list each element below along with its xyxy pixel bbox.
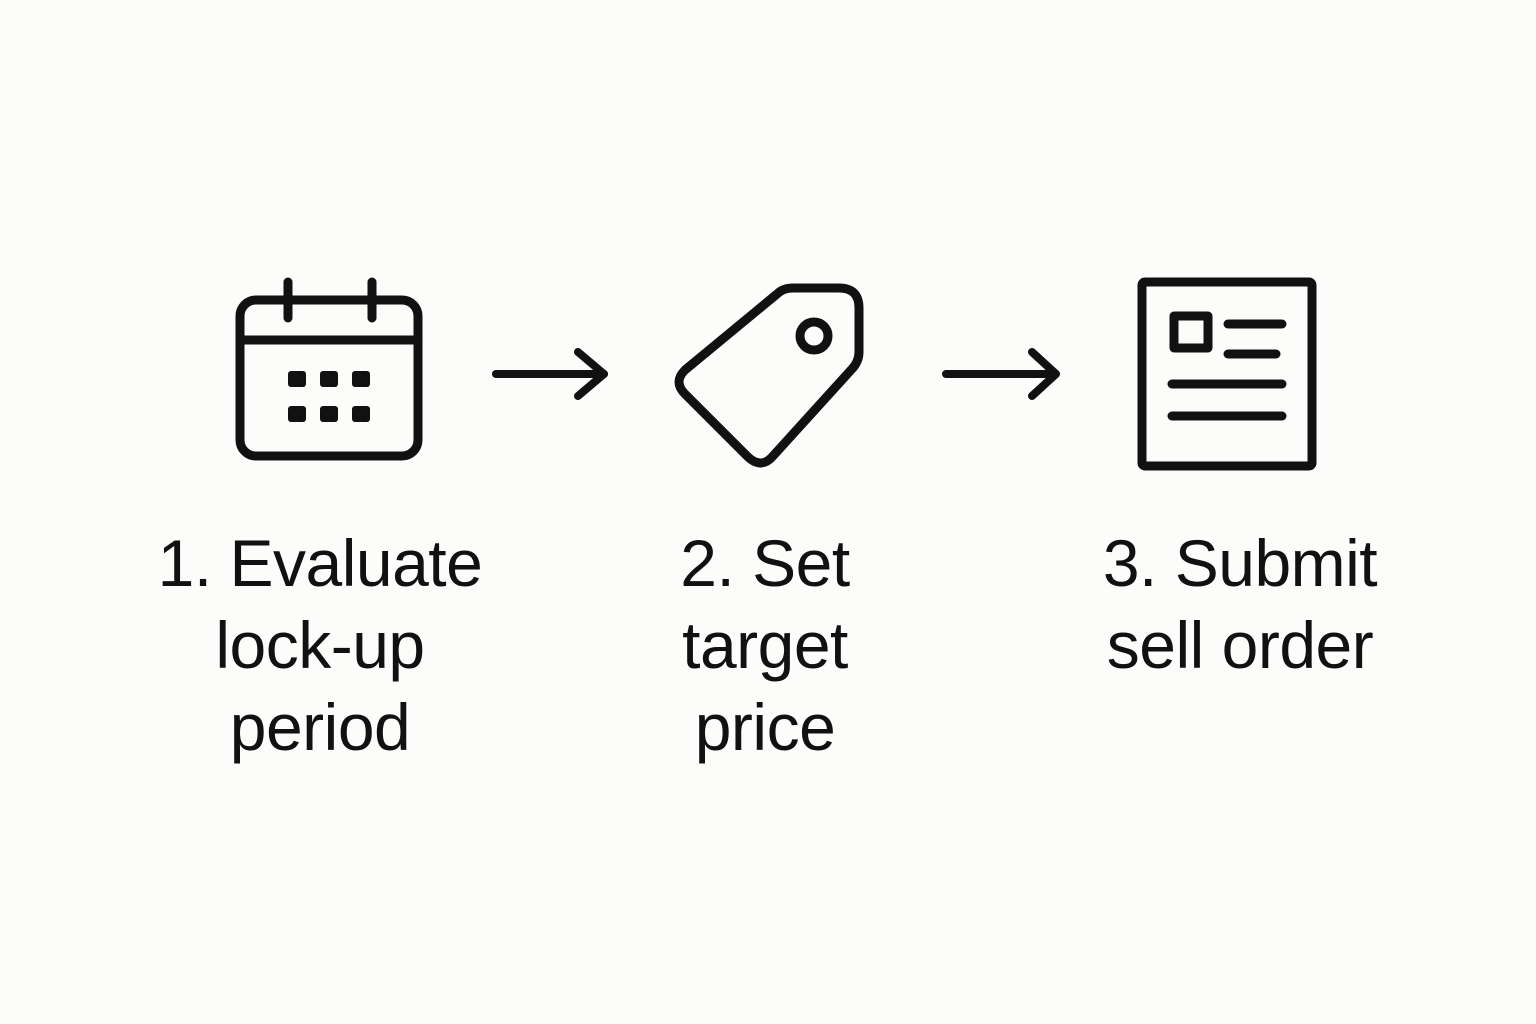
calendar-icon <box>226 270 436 470</box>
step-3-label-line-1: 3. Submit <box>1102 526 1378 600</box>
document-icon <box>1130 270 1330 480</box>
arrow-right-icon <box>940 344 1065 404</box>
step-3-label: 3. Submit sell order <box>1045 522 1435 686</box>
price-tag-icon <box>665 278 875 478</box>
arrow-right-icon <box>490 344 615 404</box>
step-2-label-line-1: 2. Set <box>680 526 850 600</box>
step-2-label-line-3: price <box>694 690 836 764</box>
step-1-label-line-1: 1. Evaluate <box>157 526 483 600</box>
step-1-label-line-3: period <box>229 690 411 764</box>
step-1-label-line-2: lock-up <box>215 608 425 682</box>
step-3-label-line-2: sell order <box>1106 608 1374 682</box>
step-2-label: 2. Set target price <box>580 522 950 768</box>
step-1-label: 1. Evaluate lock-up period <box>130 522 510 768</box>
step-2-label-line-2: target <box>682 608 848 682</box>
